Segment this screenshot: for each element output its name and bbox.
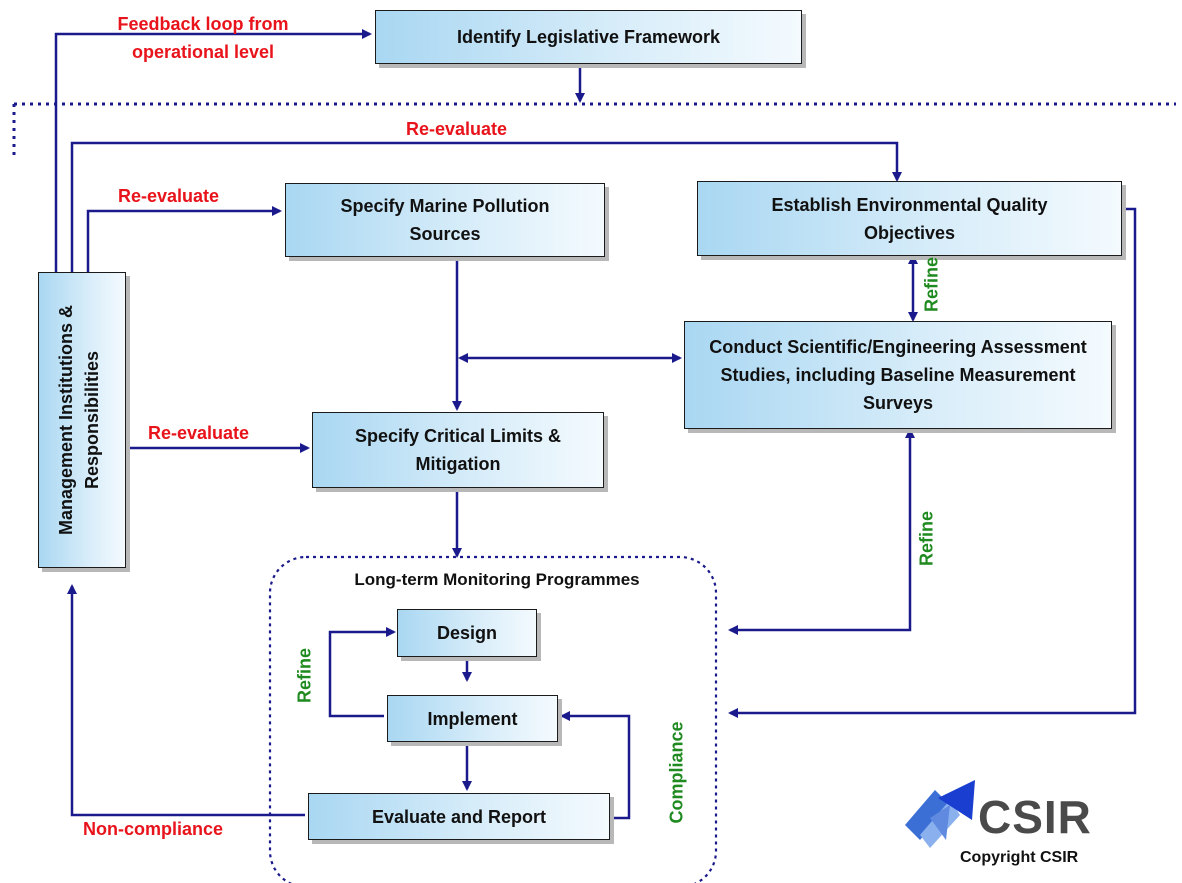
label-feedback-loop: Feedback loop from operational level (117, 14, 289, 62)
csir-logo-text: CSIR (978, 791, 1092, 843)
box-legislative-framework: Identify Legislative Framework (375, 10, 802, 64)
arrow-feedback (54, 29, 372, 272)
box-critical-limits: Specify Critical Limits & Mitigation (312, 412, 604, 488)
copyright-text: Copyright CSIR (960, 849, 1079, 866)
label-refine-objectives: Refine (921, 257, 942, 313)
monitoring-group-border (268, 555, 718, 883)
csir-logo-icon (905, 780, 975, 848)
label-compliance: Compliance (666, 721, 687, 824)
arrow-objectives-monitoring (728, 207, 1137, 718)
box-quality-objectives: Establish Environmental Quality Objectiv… (697, 181, 1122, 256)
label-reevaluate-top: Re-evaluate (406, 119, 508, 139)
label-reevaluate-low: Re-evaluate (148, 423, 250, 443)
box-assessment-studies: Conduct Scientific/Engineering Assessmen… (684, 321, 1112, 429)
box-evaluate-report: Evaluate and Report (308, 793, 610, 840)
arrow-refine-monitoring (728, 428, 915, 635)
label-reevaluate-mid: Re-evaluate (118, 186, 220, 206)
box-design: Design (397, 609, 537, 657)
box-pollution-sources: Specify Marine Pollution Sources (285, 183, 605, 257)
management-label: Management Institutions & Responsibiliti… (56, 305, 102, 536)
arrow-reevaluate-mid (86, 206, 282, 272)
box-implement: Implement (387, 695, 558, 742)
label-refine-design: Refine (294, 648, 315, 704)
arrow-noncompliance (67, 584, 305, 817)
label-non-compliance: Non-compliance (83, 819, 224, 839)
box-management (38, 272, 126, 568)
label-refine-monitoring: Refine (916, 511, 937, 567)
arrow-compliance (560, 711, 631, 820)
arrow-refine-design (328, 627, 396, 718)
arrow-reevaluate-top (70, 141, 902, 272)
monitoring-group-title: Long-term Monitoring Programmes (354, 570, 640, 589)
